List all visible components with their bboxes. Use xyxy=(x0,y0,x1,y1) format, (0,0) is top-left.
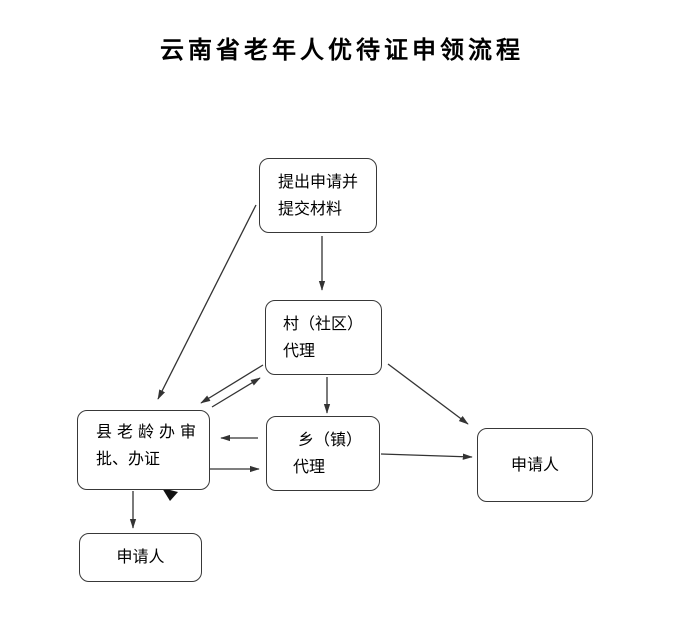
node-county-aging-office: 县老龄办审 批、办证 xyxy=(77,410,210,490)
node-label: 县老龄办审 xyxy=(96,424,202,441)
node-label: 提交材料 xyxy=(278,201,343,218)
arrow-county-to-village xyxy=(211,377,261,408)
page-title: 云南省老年人优待证申领流程 xyxy=(160,38,524,64)
arrow-submit-to-county xyxy=(157,204,257,400)
node-label: 提出申请并 xyxy=(278,174,359,191)
arrow-village-to-county xyxy=(200,364,264,404)
arrow-township-to-applicant-right xyxy=(380,453,473,460)
node-label: 代理 xyxy=(283,343,316,360)
node-label: 村（社区） xyxy=(283,316,364,333)
node-label: 申请人 xyxy=(116,549,165,566)
node-submit-application: 提出申请并 提交材料 xyxy=(259,158,377,233)
node-label: 乡（镇） xyxy=(298,432,363,449)
node-village-community-agent: 村（社区） 代理 xyxy=(265,300,382,375)
node-township-agent: 乡（镇） 代理 xyxy=(266,416,380,491)
node-label: 申请人 xyxy=(510,456,559,474)
node-label: 批、办证 xyxy=(96,451,161,468)
arrow-village-to-applicant-right xyxy=(387,363,469,425)
node-label: 代理 xyxy=(293,459,326,476)
node-applicant-bottom: 申请人 xyxy=(79,533,202,582)
node-applicant-right: 申请人 xyxy=(477,428,593,502)
